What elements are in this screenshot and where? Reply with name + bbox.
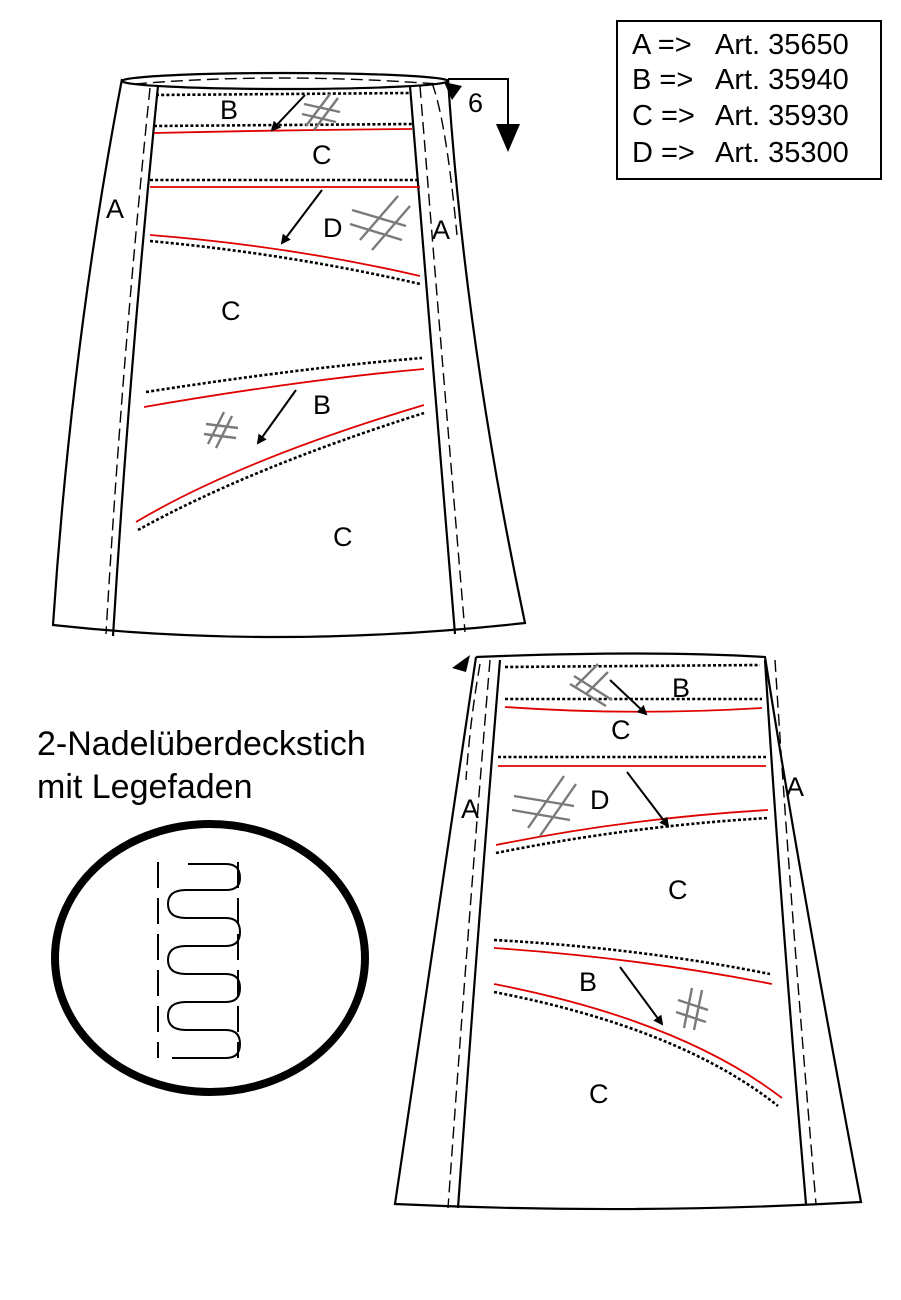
top-seam-5-red: [143, 368, 425, 408]
bottom-skirt-left-edge-dash: [465, 663, 481, 781]
bottom-seam-1-overlock: [504, 663, 761, 669]
bottom-label-a-right: A: [786, 772, 804, 802]
top-skirt: 6 B C A A D C B C: [51, 71, 527, 639]
bottom-arrow-2: [626, 771, 670, 828]
legend-key-d: D =>: [632, 137, 695, 169]
top-seam-5-overlock: [145, 356, 423, 394]
bottom-seam-2-red: [504, 706, 763, 713]
bottom-skirt: B C A A D C B C: [393, 652, 863, 1211]
top-label-c2: C: [221, 296, 241, 326]
stitch-caption: 2-Nadelüberdeckstich mit Legefaden: [37, 725, 366, 806]
bottom-label-c3: C: [589, 1079, 609, 1109]
legend-article-a: Art. 35650: [715, 29, 849, 61]
top-label-b2: B: [313, 390, 331, 420]
stitch-detail: [51, 820, 369, 1096]
top-grain-1: [301, 93, 341, 131]
top-seam-4-overlock: [149, 239, 421, 286]
legend-frame: [616, 20, 882, 180]
top-grain-3: [203, 411, 239, 449]
bottom-seam-5-red: [493, 947, 773, 985]
top-label-c3: C: [333, 522, 353, 552]
bottom-seam-4-overlock: [495, 816, 769, 855]
bottom-arrow-3: [619, 966, 664, 1026]
top-corner-arrowhead: [444, 82, 462, 100]
stitch-detail-circle: [51, 820, 369, 1096]
top-seam-2-overlock: [153, 122, 413, 128]
bottom-label-c2: C: [668, 875, 688, 905]
top-label-b1: B: [220, 95, 238, 125]
top-skirt-outline: [51, 78, 527, 639]
bottom-arrow-1: [609, 679, 648, 716]
top-label-a-left: A: [106, 194, 124, 224]
top-corner-number: 6: [468, 88, 483, 118]
stitch-looper-thread: [166, 863, 242, 1059]
bottom-seam-4-red: [495, 809, 769, 846]
top-seam-1-overlock: [155, 91, 411, 97]
bottom-label-a-left: A: [461, 794, 479, 824]
top-arrow-2: [280, 189, 323, 245]
bottom-grain-3: [675, 987, 709, 1031]
top-skirt-left-seam-dash: [105, 87, 151, 635]
bottom-seam-6-red: [493, 983, 783, 1099]
legend-article-d: Art. 35300: [715, 137, 849, 169]
top-skirt-right-seam-dash: [419, 85, 466, 633]
stitch-caption-line2: mit Legefaden: [37, 768, 253, 806]
bottom-skirt-outline: [393, 652, 863, 1211]
bottom-label-c1: C: [611, 715, 631, 745]
top-seam-4-red: [149, 234, 421, 277]
top-label-c1: C: [312, 140, 332, 170]
legend-key-a: A =>: [632, 29, 692, 61]
legend-article-b: Art. 35940: [715, 64, 849, 96]
top-label-d: D: [323, 213, 343, 243]
bottom-seam-6-overlock: [493, 990, 779, 1108]
bottom-seam-5-overlock: [493, 938, 771, 976]
top-seam-2-red: [153, 128, 413, 134]
legend-article-c: Art. 35930: [715, 100, 849, 132]
bottom-skirt-left-seam: [456, 659, 502, 1209]
top-skirt-left-seam: [111, 85, 160, 637]
legend-key-b: B =>: [632, 64, 693, 96]
top-corner-arrowhead-down: [496, 124, 520, 152]
bottom-skirt-right-seam: [763, 659, 808, 1205]
top-grain-2: [349, 195, 411, 251]
top-seam-6-red: [135, 404, 425, 523]
top-skirt-waist-dash: [134, 77, 439, 85]
top-seam-6-overlock: [137, 411, 425, 532]
bottom-corner-arrowhead: [452, 655, 470, 672]
bottom-label-b2: B: [579, 967, 597, 997]
bottom-skirt-right-seam-dash: [774, 659, 817, 1205]
bottom-grain-2: [511, 775, 577, 837]
top-corner-arrow-line: [448, 78, 509, 130]
top-label-a-right: A: [432, 215, 450, 245]
legend-box: A => Art. 35650 B => Art. 35940 C => Art…: [616, 20, 882, 180]
legend-key-c: C =>: [632, 100, 695, 132]
top-skirt-right-edge-dash: [431, 82, 458, 236]
top-skirt-right-seam: [408, 85, 457, 635]
bottom-label-b1: B: [672, 673, 690, 703]
bottom-grain-1: [569, 663, 613, 708]
bottom-skirt-left-seam-dash: [447, 659, 491, 1209]
bottom-label-d: D: [590, 785, 610, 815]
top-arrow-3: [256, 389, 297, 445]
top-arrow-1: [270, 94, 306, 132]
stitch-caption-line1: 2-Nadelüberdeckstich: [37, 725, 366, 763]
